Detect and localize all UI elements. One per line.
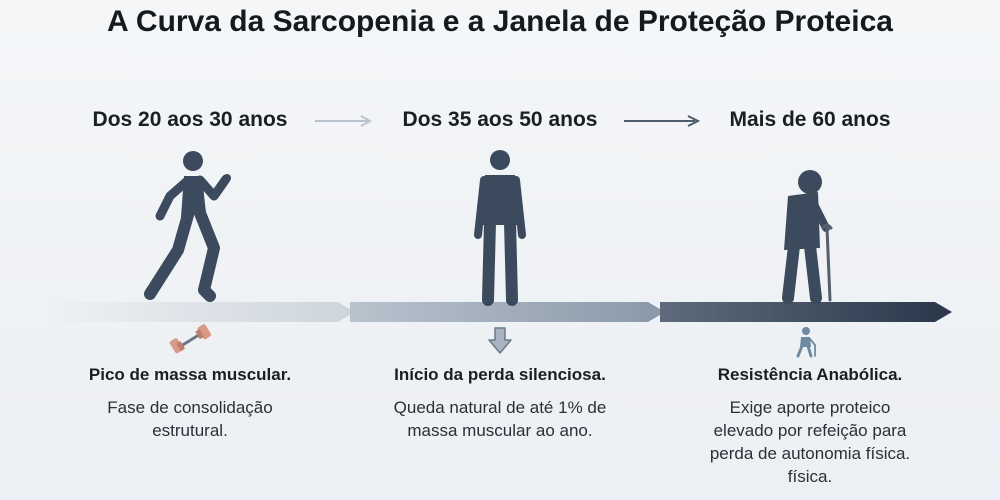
stage-description-3: Exige aporte proteico elevado por refeiç… [665, 396, 955, 488]
dumbbell-icon [169, 324, 212, 354]
timeline-segment-1 [48, 302, 355, 322]
stage-heading-1: Pico de massa muscular. [88, 365, 292, 384]
connector-arrow-1 [315, 115, 373, 127]
description-line: Queda natural de até 1% de [393, 398, 607, 417]
timeline-segment-2 [350, 302, 665, 322]
stage-heading-2: Início da perda silenciosa. [394, 365, 606, 384]
connector-arrow-2 [624, 115, 701, 127]
page-title: A Curva da Sarcopenia e a Janela de Prot… [107, 5, 893, 38]
description-line: física. [787, 467, 833, 486]
description-line: massa muscular ao ano. [407, 421, 593, 440]
timeline-segment-3 [660, 302, 952, 322]
standing-adult-figure-icon [474, 150, 526, 306]
stage-description-2: Queda natural de até 1% de massa muscula… [350, 396, 650, 442]
stage-period-3: Mais de 60 anos [729, 108, 891, 131]
stage-heading-3: Resistência Anabólica. [717, 365, 903, 384]
description-line: Fase de consolidação [107, 398, 273, 417]
stage-period-1: Dos 20 aos 30 anos [92, 108, 288, 131]
description-line: estrutural. [152, 421, 228, 440]
stage-description-1: Fase de consolidação estrutural. [40, 396, 340, 442]
stage-period-2: Dos 35 aos 50 anos [402, 108, 598, 131]
elderly-figure-icon [782, 170, 833, 304]
description-line: elevado por refeição para [713, 421, 907, 440]
description-line: perda de autonomia física. [709, 444, 911, 463]
description-line: Exige aporte proteico [729, 398, 891, 417]
elderly-person-icon [796, 327, 816, 358]
runner-figure-icon [144, 151, 231, 302]
down-arrow-icon [488, 327, 512, 354]
